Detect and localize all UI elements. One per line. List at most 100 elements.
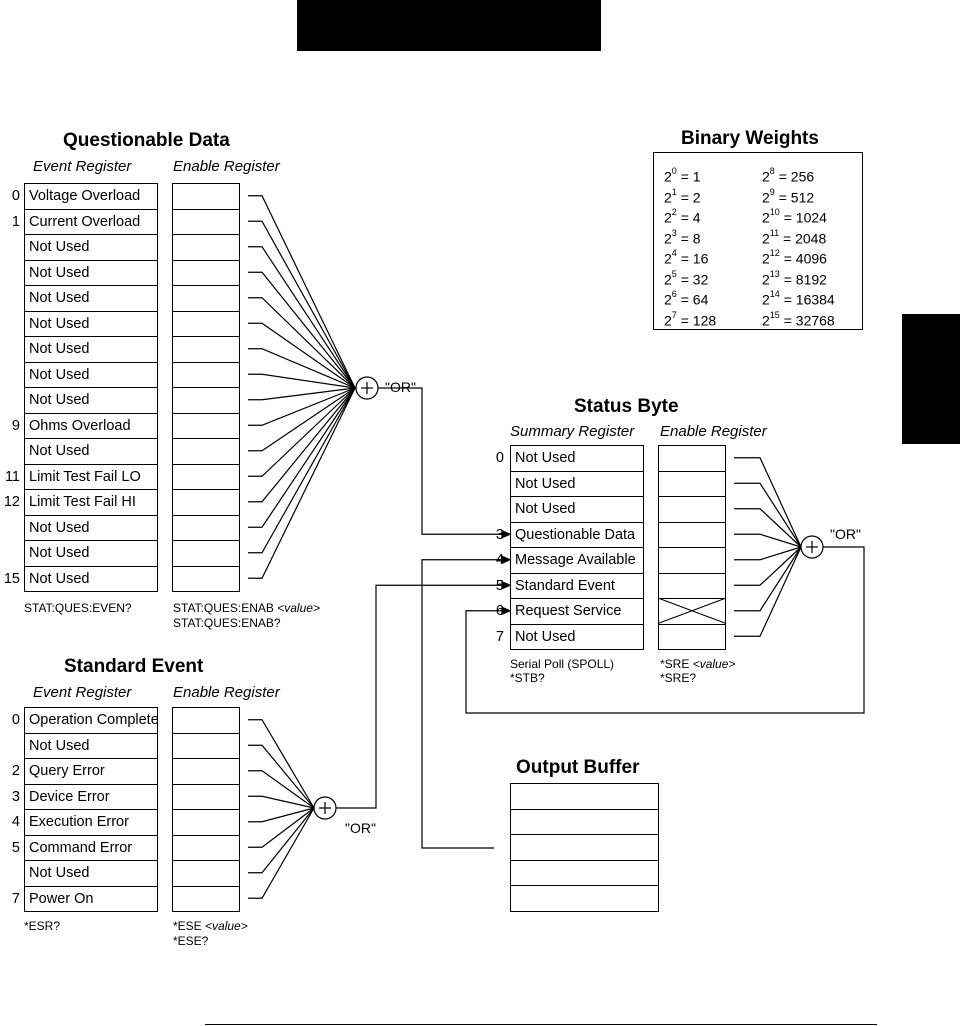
enable-wire: [248, 387, 356, 401]
ques-enable-bit-cell: [172, 337, 240, 363]
binary-weight-left: 24 = 16: [664, 248, 709, 267]
status-summary-bit-cell: Not Used: [510, 471, 644, 497]
bit-number: 7: [11, 890, 20, 907]
std-event-bit-cell: Device Error: [24, 784, 158, 810]
ques-enable-register: [172, 183, 240, 592]
binary-weight-left: 23 = 8: [664, 227, 701, 247]
ques-enable-bit-cell: [172, 388, 240, 414]
bit-number: 4: [11, 814, 20, 830]
status-poll-command: Serial Poll (SPOLL): [510, 657, 615, 671]
standard-event-arrow: [501, 580, 512, 590]
bit-number: 2: [11, 763, 20, 779]
enable-wire: [248, 719, 315, 809]
binary-weight-right: 213 = 8192: [762, 268, 827, 288]
ques-enable-bit-cell: [172, 464, 240, 490]
ques-summary-wire: [378, 387, 502, 535]
status-enable-bit-cell: [658, 548, 726, 574]
binary-weight-right: 210 = 1024: [762, 207, 827, 226]
binary-weight-right: 214 = 16384: [762, 289, 835, 308]
std-enable-command: *ESE <value>: [173, 919, 248, 933]
status-enable-bit-cell: [658, 497, 726, 523]
ques-event-bit-cell: Not Used: [24, 260, 158, 286]
enable-wire: [734, 508, 802, 548]
enable-wire: [734, 546, 802, 586]
bit-number: 1: [11, 213, 20, 230]
bit-number: 15: [3, 570, 20, 587]
std-enable-bit-cell: [172, 861, 240, 887]
bit-number: 7: [495, 628, 504, 645]
output-buffer-cell: [510, 784, 659, 810]
ques-event-bit-cell: Ohms Overload: [24, 413, 158, 439]
status-enable-register: [658, 445, 726, 650]
ques-enable-bit-cell: [172, 566, 240, 592]
ques-enable-command: STAT:QUES:ENAB <value>: [173, 601, 320, 615]
status-summary-bit-cell: Not Used: [510, 624, 644, 650]
ques-enable-register-label: Enable Register: [173, 158, 280, 175]
ques-enable-bit-cell: [172, 439, 240, 465]
ques-event-bit-cell: Not Used: [24, 362, 158, 388]
output-buffer-cell: [510, 809, 659, 835]
status-summary-bit-cell: Not Used: [510, 497, 644, 523]
ques-event-bit-cell: Not Used: [24, 286, 158, 312]
binary-weight-right: 28 = 256: [762, 166, 815, 185]
output-buffer-cell: [510, 860, 659, 886]
ques-event-bit-cell: Not Used: [24, 337, 158, 363]
binary-weight-left: 21 = 2: [664, 186, 701, 206]
ques-enable-query: STAT:QUES:ENAB?: [173, 616, 281, 630]
ques-event-bit-cell: Not Used: [24, 541, 158, 567]
status-enable-command: *SRE <value>: [660, 657, 736, 671]
output-buffer-title: Output Buffer: [516, 757, 640, 778]
bit-number: 0: [11, 188, 20, 204]
enable-wire: [248, 807, 315, 823]
enable-wire: [248, 387, 356, 426]
std-enable-bit-cell: [172, 733, 240, 759]
ques-event-bit-cell: Not Used: [24, 566, 158, 592]
std-event-bit-cell: Not Used: [24, 861, 158, 887]
ques-event-command: STAT:QUES:EVEN?: [24, 601, 132, 615]
bit-number: 0: [11, 712, 20, 728]
enable-wire: [248, 246, 356, 389]
std-enable-bit-cell: [172, 810, 240, 836]
std-or-label: "OR": [345, 820, 376, 836]
status-enable-bit-cell: [658, 599, 726, 625]
binary-weights-title: Binary Weights: [681, 128, 819, 149]
status-enable-bit-cell: [658, 573, 726, 599]
enable-wire: [248, 795, 315, 809]
enable-wire: [248, 744, 315, 809]
ques-event-bit-cell: Not Used: [24, 515, 158, 541]
status-summary-register-label: Summary Register: [510, 423, 635, 440]
status-summary-bit-cell: Request Service: [510, 599, 644, 625]
bit-number: 3: [495, 526, 504, 543]
bit-number: 6: [495, 603, 504, 619]
status-summary-bit-cell: Standard Event: [510, 573, 644, 599]
bit-number: 5: [11, 839, 20, 856]
enable-wire: [248, 770, 315, 809]
status-or-label: "OR": [830, 526, 861, 542]
ques-event-bit-cell: Not Used: [24, 388, 158, 414]
output-buffer-cell: [510, 886, 659, 912]
questionable-data-title: Questionable Data: [63, 130, 230, 151]
ques-enable-bit-cell: [172, 184, 240, 210]
enable-wire: [734, 482, 802, 548]
enable-wire: [248, 297, 356, 389]
enable-wire: [248, 807, 315, 899]
enable-wire: [734, 533, 802, 548]
bit-number: 12: [3, 494, 20, 510]
binary-weights-table: [653, 152, 863, 330]
ques-event-bit-cell: Limit Test Fail LO: [24, 464, 158, 490]
std-event-bit-cell: Query Error: [24, 759, 158, 785]
enable-wire: [248, 807, 315, 874]
ques-event-bit-cell: Not Used: [24, 311, 158, 337]
request-service-arrow: [501, 606, 512, 616]
std-enable-register: [172, 707, 240, 912]
enable-wire: [734, 546, 802, 637]
enable-wire: [248, 322, 356, 389]
enable-wire: [734, 546, 802, 561]
ques-summary-arrow: [501, 529, 512, 539]
std-event-bit-cell: Not Used: [24, 733, 158, 759]
status-enable-bit-cell: [658, 446, 726, 472]
enable-wire: [248, 195, 356, 389]
binary-weight-left: 20 = 1: [664, 166, 701, 185]
